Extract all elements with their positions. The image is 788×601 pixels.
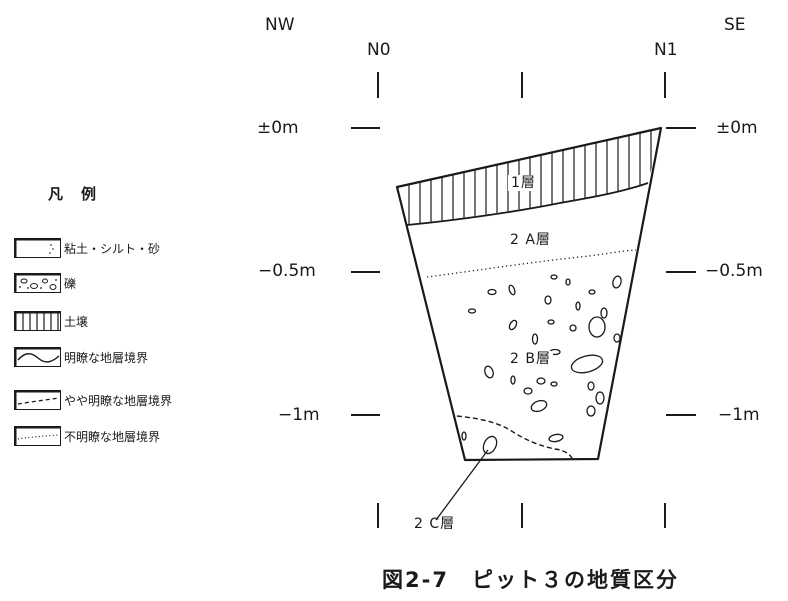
gravel-clast	[484, 365, 494, 379]
gravel-clast	[523, 387, 533, 395]
legend-item-clay-silt-sand: 粘土・シルト・砂	[14, 238, 160, 258]
gravel-clast	[487, 288, 497, 296]
layer-2c-leader-line	[435, 449, 489, 521]
legend-label: 明瞭な地層境界	[64, 350, 149, 365]
station-n1-label: N1	[654, 40, 678, 60]
legend-item-gravel: 礫	[14, 273, 76, 293]
legend-label: 不明瞭な地層境界	[64, 429, 161, 444]
legend-item-clear-boundary: 明瞭な地層境界	[14, 347, 148, 367]
depth-label-left-1: −1m	[278, 405, 320, 425]
legend-item-fairly-clear-boundary: やや明瞭な地層境界	[14, 390, 172, 410]
orientation-right-label: SE	[724, 15, 746, 35]
dashed-line-icon	[14, 390, 61, 410]
gravel-clast	[612, 275, 622, 289]
gravel-clast	[613, 333, 621, 343]
reference-ticks	[351, 72, 696, 528]
legend-label: やや明瞭な地層境界	[64, 393, 173, 408]
boundary-2a-2b	[426, 249, 637, 278]
gravel-clast	[461, 431, 467, 441]
gravel-clast	[531, 333, 539, 345]
legend-title: 凡例	[48, 185, 115, 203]
figure-caption: 図2‐7 ピット３の地質区分	[382, 568, 679, 592]
legend-label: 土壌	[64, 314, 89, 329]
depth-label-right-0: ±0m	[716, 118, 758, 138]
gravel-clast	[510, 375, 516, 385]
gravel-clast	[547, 319, 555, 325]
gravel-clast	[508, 319, 518, 331]
gravel-clast	[550, 274, 558, 280]
gravel-clast	[588, 289, 596, 295]
legend-label: 粘土・シルト・砂	[64, 241, 161, 256]
gravel-clast	[570, 354, 604, 374]
gravel-clast	[588, 316, 606, 338]
gravel-clast	[482, 435, 498, 455]
depth-label-left-0: ±0m	[257, 118, 299, 138]
soil-hatch-symbol-icon	[14, 311, 61, 331]
pit-outline	[395, 126, 663, 462]
gravel-clast	[544, 295, 552, 305]
depth-label-right-05: −0.5m	[705, 261, 763, 281]
legend-item-soil: 土壌	[14, 311, 88, 331]
gravel-clasts	[461, 274, 622, 455]
gravel-clast	[586, 405, 596, 417]
gravel-clast	[600, 307, 608, 319]
gravel-clast	[565, 278, 571, 286]
gravel-clast	[587, 381, 595, 391]
solid-wavy-line-icon	[14, 347, 61, 367]
layer-2c-label: 2 C層	[414, 516, 456, 532]
gravel-clast	[467, 308, 477, 314]
gravel-clast	[508, 284, 516, 296]
gravel-symbol-icon	[14, 273, 61, 293]
layer-2b-label: 2 B層	[508, 351, 553, 367]
depth-label-right-1: −1m	[718, 405, 760, 425]
legend-item-unclear-boundary: 不明瞭な地層境界	[14, 426, 160, 446]
gravel-clast	[569, 324, 577, 332]
gravel-clast	[548, 433, 564, 443]
legend-label: 礫	[64, 276, 77, 291]
layer-2a-label: 2 A層	[510, 232, 551, 248]
gravel-clast	[536, 377, 546, 385]
boundary-2b-2c	[456, 415, 573, 459]
gravel-clast	[575, 301, 581, 311]
gravel-clast	[595, 391, 605, 405]
orientation-left-label: NW	[265, 15, 295, 35]
gravel-clast	[550, 381, 558, 387]
gravel-clast	[530, 399, 548, 413]
layer-1-label: 1層	[508, 175, 539, 191]
depth-label-left-05: −0.5m	[258, 261, 316, 281]
clay-silt-sand-symbol-icon	[14, 238, 61, 258]
dotted-line-icon	[14, 426, 61, 446]
station-n0-label: N0	[367, 40, 391, 60]
layer-1-boundary	[406, 182, 649, 226]
